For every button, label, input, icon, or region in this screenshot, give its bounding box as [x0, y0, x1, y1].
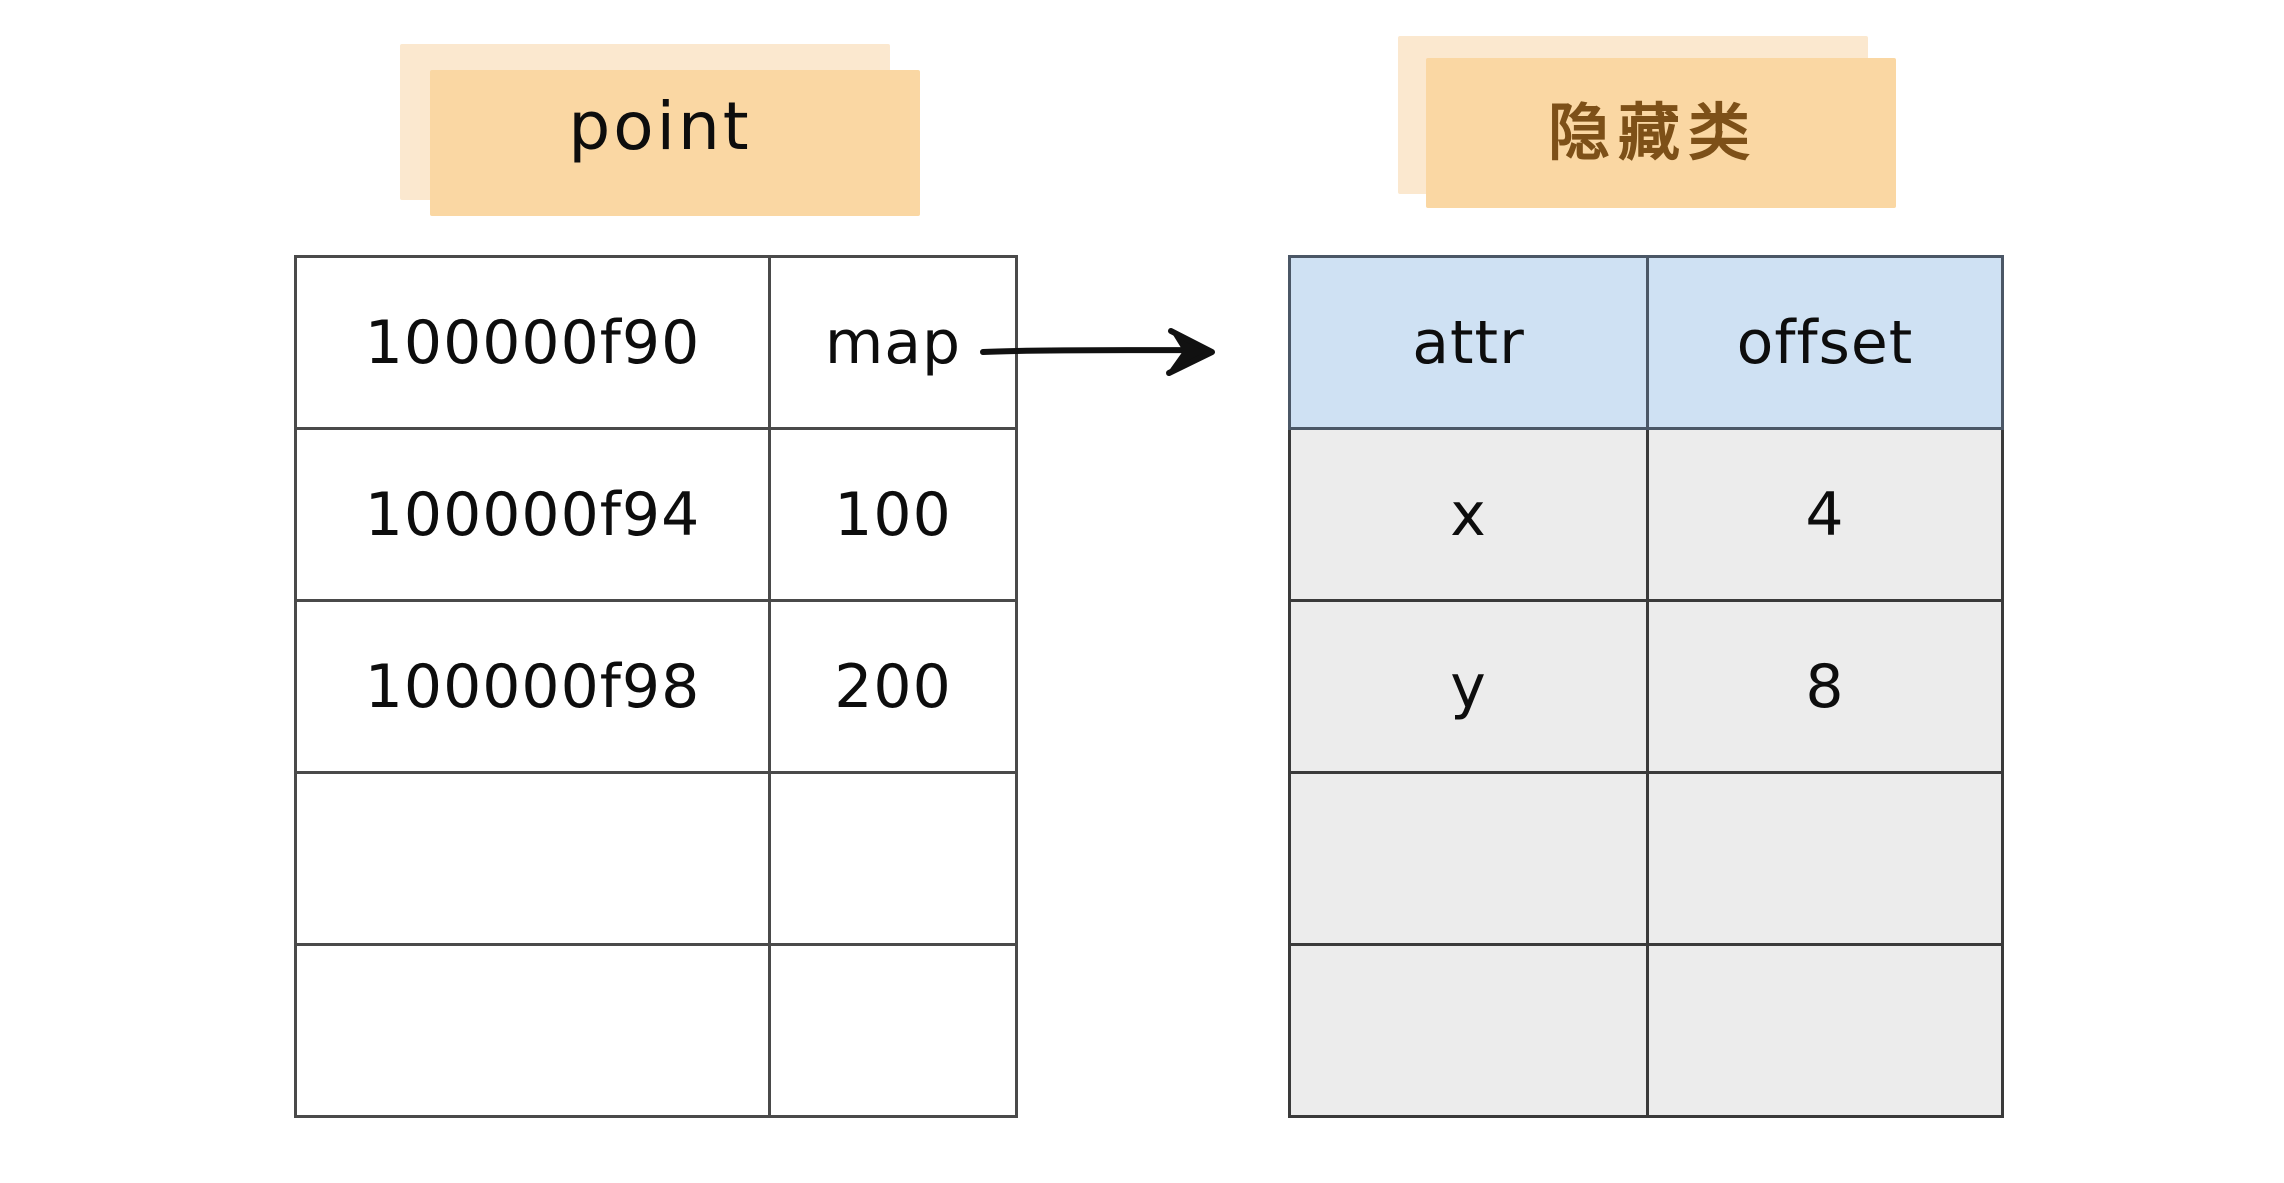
object-label-point: point — [400, 44, 920, 219]
cell-value — [768, 943, 1018, 1118]
header-offset: offset — [1646, 255, 2004, 430]
hidden-class-label-text: 隐藏类 — [1547, 96, 1758, 169]
table-row: 100000f90 map — [294, 255, 1018, 430]
table-header-row: attr offset — [1288, 255, 2004, 430]
cell-address: 100000f90 — [294, 255, 771, 430]
cell-address — [294, 771, 771, 946]
highlight-front-layer — [1426, 58, 1896, 208]
cell-offset: 4 — [1646, 427, 2004, 602]
cell-value: map — [768, 255, 1018, 430]
object-label-text: point — [568, 88, 752, 165]
cell-attr: y — [1288, 599, 1649, 774]
table-row: 100000f98 200 — [294, 599, 1018, 774]
highlight-front-layer — [430, 70, 920, 216]
cell-attr: x — [1288, 427, 1649, 602]
cell-value: 200 — [768, 599, 1018, 774]
table-row: y 8 — [1288, 599, 2004, 774]
cell-address: 100000f98 — [294, 599, 771, 774]
table-row: x 4 — [1288, 427, 2004, 602]
cell-offset: 8 — [1646, 599, 2004, 774]
cell-value — [768, 771, 1018, 946]
cell-attr — [1288, 943, 1649, 1118]
cell-address: 100000f94 — [294, 427, 771, 602]
hidden-class-label: 隐藏类 — [1398, 36, 1908, 214]
header-attr: attr — [1288, 255, 1649, 430]
hidden-class-table: attr offset x 4 y 8 — [1288, 255, 2004, 1118]
table-row — [1288, 771, 2004, 946]
cell-value: 100 — [768, 427, 1018, 602]
table-row — [1288, 943, 2004, 1118]
table-row: 100000f94 100 — [294, 427, 1018, 602]
cell-attr — [1288, 771, 1649, 946]
cell-offset — [1646, 771, 2004, 946]
table-row — [294, 771, 1018, 946]
table-row — [294, 943, 1018, 1118]
cell-offset — [1646, 943, 2004, 1118]
cell-address — [294, 943, 771, 1118]
object-memory-table: 100000f90 map 100000f94 100 100000f98 20… — [294, 255, 1018, 1118]
